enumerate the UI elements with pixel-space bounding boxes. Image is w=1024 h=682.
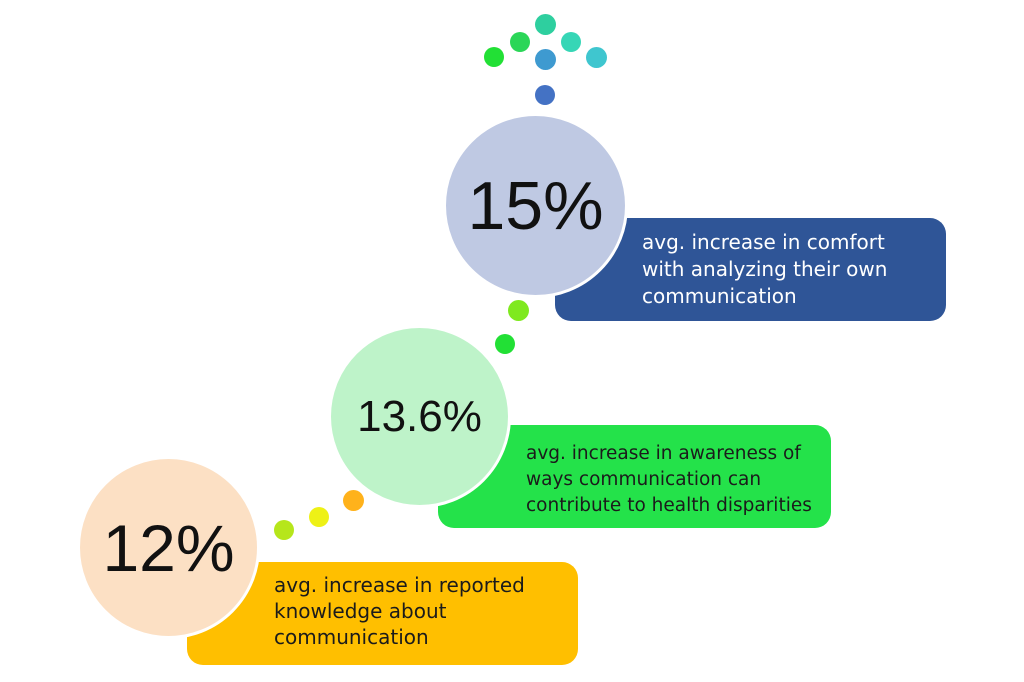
arrow-dot [535,49,556,70]
arrow-dot [586,47,607,68]
connector-dot [274,520,294,540]
stat-value-1: 12% [102,510,235,585]
description-text-1: avg. increase in reported knowledge abou… [274,573,525,649]
arrow-dot [535,85,555,105]
arrow-dot [561,32,581,52]
arrow-dot [535,14,556,35]
stat-circle-1: 12% [77,456,260,639]
connector-dot [343,490,364,511]
stat-value-3: 15% [467,167,604,244]
connector-dot [309,507,329,527]
stat-value-2: 13.6% [357,391,482,441]
arrow-dot [484,47,504,67]
connector-dot [495,334,515,354]
description-text-2: avg. increase in awareness of ways commu… [526,443,812,516]
connector-dot [508,300,529,321]
description-text-3: avg. increase in comfort with analyzing … [642,230,888,308]
stat-circle-2: 13.6% [328,325,511,508]
stat-circle-3: 15% [443,113,628,298]
arrow-dot [510,32,530,52]
